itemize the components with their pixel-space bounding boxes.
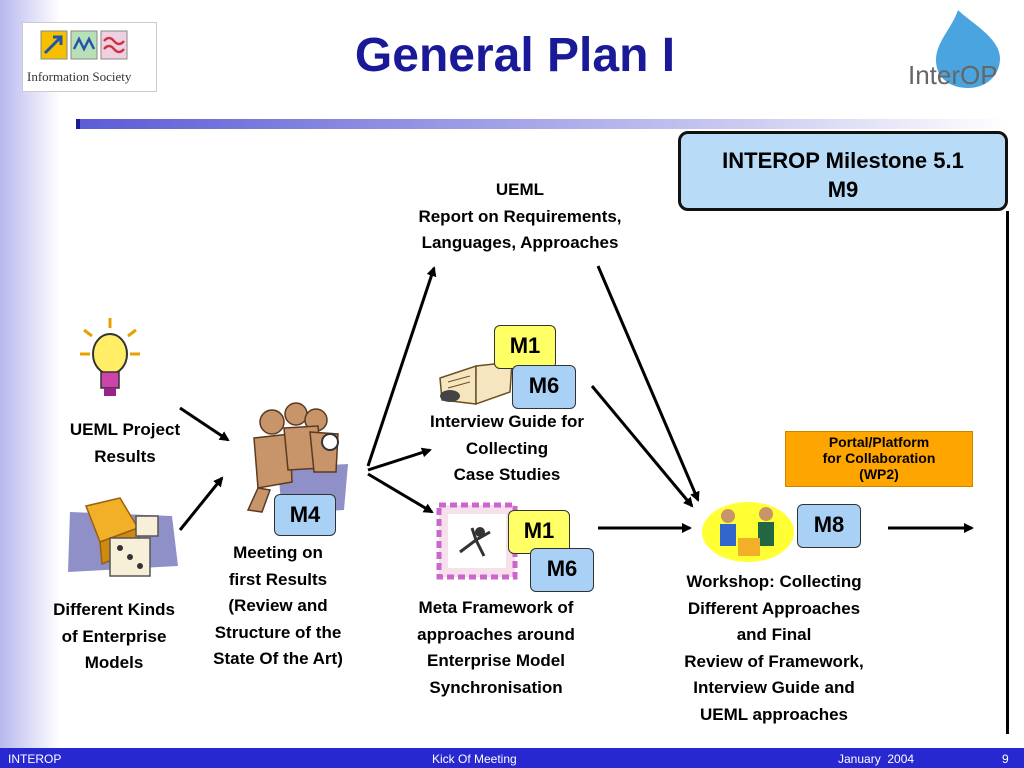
footer-center: Kick Of Meeting [432,752,517,766]
meta-framework-line-2: approaches around [417,624,575,644]
ueml-report-label: UEML Report on Requirements, Languages, … [392,177,648,257]
footer-page-number: 9 [1002,752,1009,766]
arrow-ueml-to-meeting [179,406,230,442]
ueml-report-line-1: UEML [495,180,545,199]
workshop-people-icon [702,502,794,562]
workshop-line-4: Review of Framework, [684,651,864,671]
meeting-label: Meeting on first Results (Review and Str… [196,540,360,673]
meta-framework-line-3: Enterprise Model [427,651,565,670]
meeting-line-4: Structure of the [214,622,342,642]
portal-line-3: (WP2) [859,466,899,482]
left-gradient-bar [0,0,60,748]
arrow-meeting-to-interview [367,447,432,472]
lightbulb-icon [80,318,140,396]
interop-drop-icon [936,10,1000,88]
badge-m1-top: M1 [494,325,556,369]
workshop-line-3: and Final [736,625,812,644]
enterprise-models-line-3: Models [84,653,144,672]
meta-framework-label: Meta Framework of approaches around Ente… [388,595,604,701]
workshop-line-2: Different Approaches [687,598,861,618]
portal-line-2: for Collaboration [822,450,936,466]
milestone-box: INTEROP Milestone 5.1 M9 [678,131,1008,211]
milestone-line-2: M9 [827,177,859,202]
interview-guide-line-2: Collecting [465,438,549,458]
arrow-models-to-meeting [178,476,224,531]
arrow-report-to-workshop [596,265,700,502]
badge-m6-top: M6 [512,365,576,409]
enterprise-models-line-1: Different Kinds [53,600,175,619]
footer-date: January 2004 [838,752,915,766]
meta-framework-line-4: Synchronisation [429,677,563,697]
information-society-logo: Information Society [22,22,157,92]
meeting-line-3: (Review and [228,596,328,615]
workshop-line-5: Interview Guide and [693,678,855,697]
meeting-line-1: Meeting on [233,543,323,562]
title-underline-start [76,119,80,129]
logo-left-text: Information Society [27,69,132,84]
ueml-project-line-2: Results [94,446,156,466]
footer-left: INTEROP [8,752,62,766]
portal-platform-box: Portal/Platform for Collaboration (WP2) [785,431,973,487]
open-book-icon [439,361,513,406]
badge-m8: M8 [797,504,861,548]
ueml-report-line-3: Languages, Approaches [421,233,619,252]
arrow-interview-to-workshop [590,385,694,508]
title-underline [76,119,1010,129]
page-title: General Plan I [354,29,676,82]
ueml-project-line-1: UEML Project [69,420,181,439]
badge-m1-bottom: M1 [508,510,570,554]
footer-bar: INTEROP Kick Of Meeting January 2004 9 [0,748,1024,768]
meeting-line-2: first Results [228,569,328,589]
arrow-meeting-to-report [366,266,437,467]
interview-guide-line-3: Case Studies [453,465,561,484]
arrow-meeting-to-meta [367,472,434,514]
enterprise-models-label: Different Kinds of Enterprise Models [34,597,194,677]
meeting-line-5: State Of the Art) [213,649,343,668]
badge-m4: M4 [274,494,336,536]
ueml-report-line-2: Report on Requirements, [418,206,622,226]
meta-framework-line-1: Meta Framework of [418,598,574,617]
information-society-emblem [40,30,128,60]
milestone-line-1: INTEROP Milestone 5.1 [722,148,964,173]
interview-guide-line-1: Interview Guide for [430,412,584,431]
interview-guide-label: Interview Guide for Collecting Case Stud… [404,409,610,489]
workshop-line-1: Workshop: Collecting [686,572,862,591]
logo-right-text: InterOP [908,60,998,90]
ueml-project-label: UEML Project Results [48,417,202,470]
portal-line-1: Portal/Platform [828,434,930,450]
enterprise-models-line-2: of Enterprise [61,626,167,646]
badge-m6-bottom: M6 [530,548,594,592]
workshop-line-6: UEML approaches [699,704,848,724]
interop-logo: InterOP [900,8,1005,90]
workshop-label: Workshop: Collecting Different Approache… [658,569,890,728]
milestone-vertical-line [1006,211,1009,734]
dice-blocks-icon [68,497,178,577]
